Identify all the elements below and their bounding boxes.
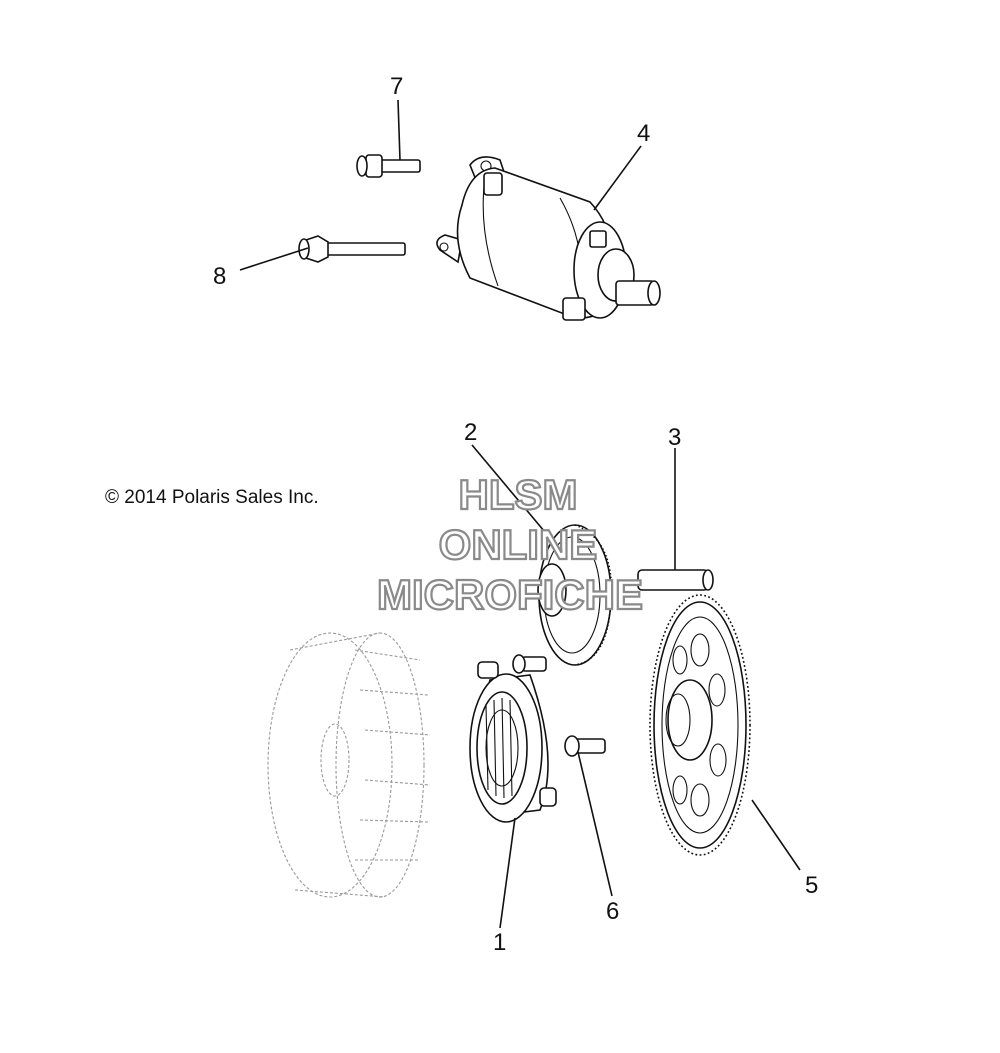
- copyright-notice: © 2014 Polaris Sales Inc.: [105, 487, 319, 508]
- callout-5[interactable]: 5: [805, 872, 818, 899]
- callout-6[interactable]: 6: [606, 898, 619, 925]
- part-6-cap-screw-lower[interactable]: [564, 735, 606, 757]
- part-2-idler-gear[interactable]: [537, 524, 613, 666]
- part-8-long-bolt[interactable]: [298, 235, 406, 263]
- callout-4[interactable]: 4: [637, 120, 650, 147]
- watermark: HLSM ONLINE MICROFICHE: [376, 470, 644, 619]
- watermark-line-3: MICROFICHE: [377, 571, 643, 618]
- leader-lines: [239, 99, 801, 929]
- part-4-starter-motor[interactable]: [436, 156, 661, 321]
- part-7-short-bolt[interactable]: [356, 154, 421, 178]
- part-3-shaft[interactable]: [637, 569, 714, 591]
- watermark-line-1: HLSM: [459, 471, 578, 518]
- callout-3[interactable]: 3: [668, 424, 681, 451]
- watermark-line-2: ONLINE: [439, 521, 598, 568]
- part-6-cap-screw-upper[interactable]: [512, 654, 547, 674]
- callout-1[interactable]: 1: [493, 929, 506, 956]
- part-5-driven-gear[interactable]: [649, 594, 751, 856]
- part-1-clutch-housing[interactable]: [469, 661, 557, 823]
- callouts: 1 2 3 4 5 6 7 8: [213, 73, 818, 956]
- callout-7[interactable]: 7: [390, 73, 403, 100]
- flywheel-background: [267, 632, 431, 898]
- callout-8[interactable]: 8: [213, 263, 226, 290]
- callout-2[interactable]: 2: [464, 419, 477, 446]
